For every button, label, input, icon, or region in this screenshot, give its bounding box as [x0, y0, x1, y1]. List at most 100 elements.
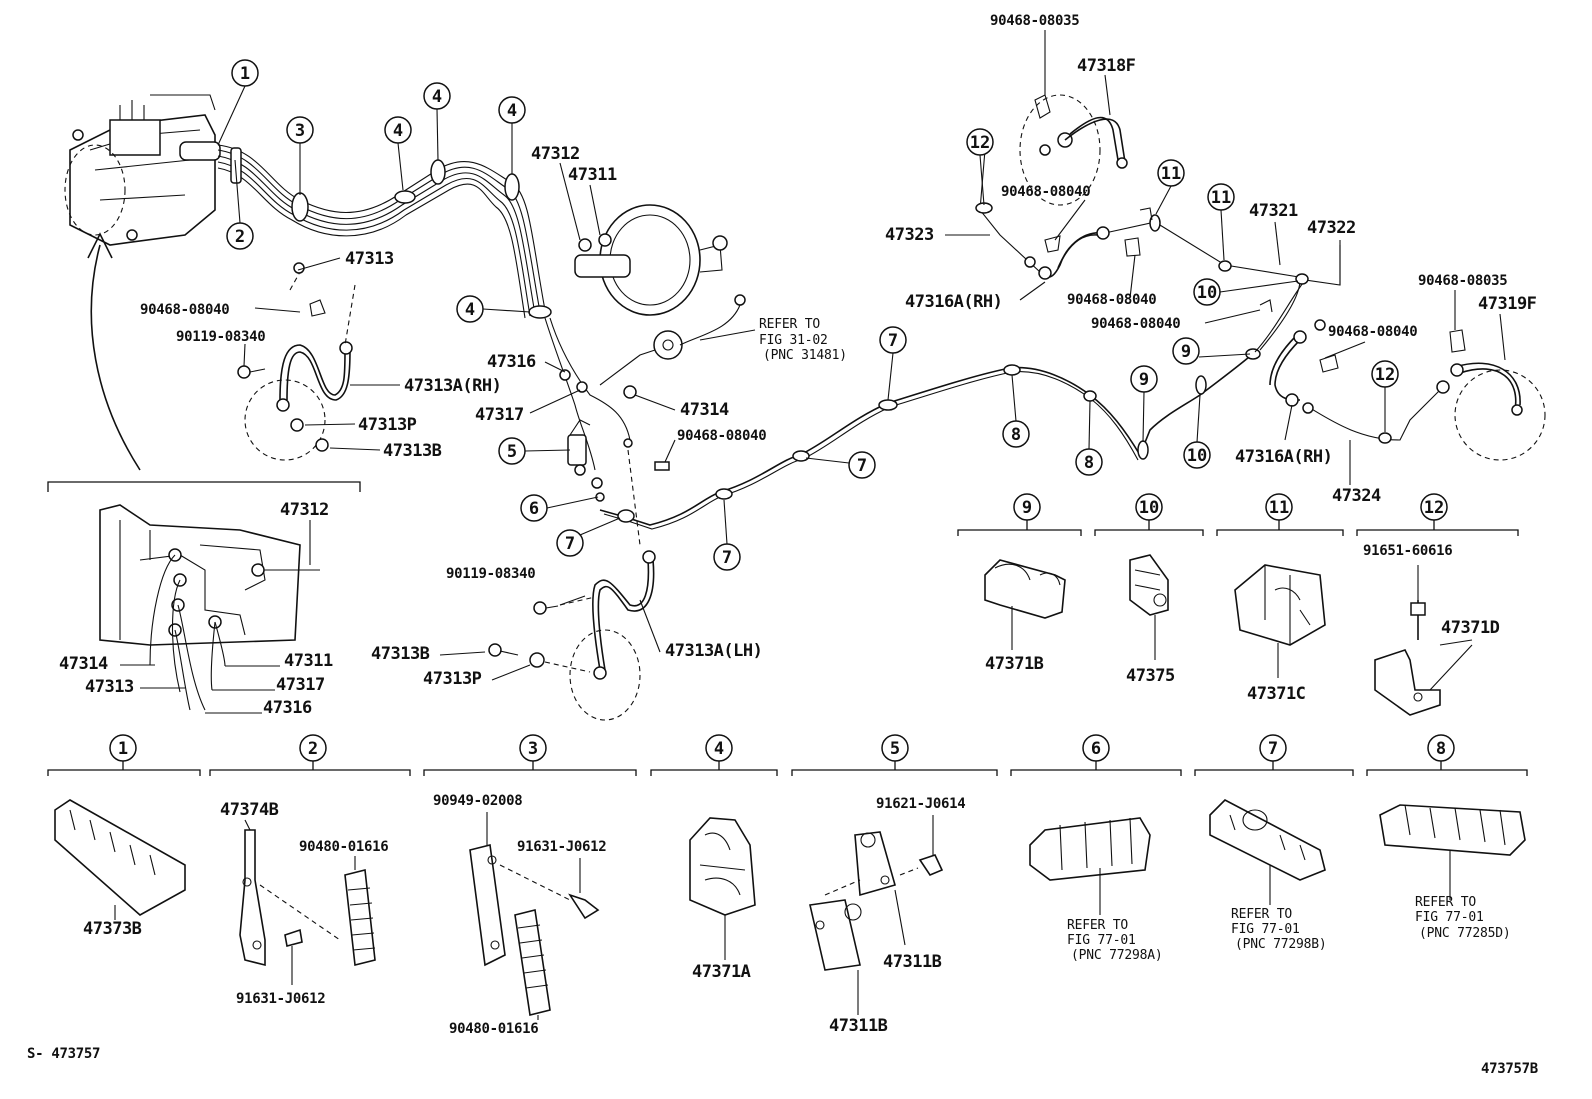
callout-circle: [1172, 337, 1200, 365]
callout-number: 9: [1181, 342, 1191, 362]
part-number: 47313: [345, 249, 394, 269]
bracket-3-drawing: [469, 812, 600, 1020]
abs-actuator-drawing: [64, 94, 221, 246]
callout-circle: [1207, 183, 1235, 211]
callout-number: 10: [1187, 446, 1207, 466]
part-number: 47373B: [83, 919, 142, 939]
part-number: 47312: [280, 500, 329, 520]
part-number: 47314: [59, 654, 108, 674]
callout-number: 9: [1139, 370, 1149, 390]
part-number: 47317: [276, 675, 325, 695]
callout-circle: [1082, 734, 1110, 762]
callout-7: 7: [713, 543, 741, 571]
part-number: 47323: [885, 225, 934, 245]
group-number-11: 11: [1265, 493, 1293, 521]
callout-circle: [109, 734, 137, 762]
reference-note: REFER TO: [759, 317, 820, 332]
callout-circle: [1371, 360, 1399, 388]
bracket-line: [1366, 761, 1528, 776]
label-layer: 4731390468-0804090119-0834047313A(RH)473…: [27, 13, 1538, 1077]
callout-circle: [286, 116, 314, 144]
callout-number: 12: [1375, 365, 1395, 385]
callout-number: 2: [235, 227, 245, 247]
clamp-1-drawing: [54, 799, 186, 920]
callout-circle: [498, 437, 526, 465]
reference-note: FIG 77-01: [1415, 910, 1484, 925]
callout-circle: [881, 734, 909, 762]
part-number: 47312: [531, 144, 580, 164]
callout-circle: [848, 451, 876, 479]
callout-number: 8: [1084, 453, 1094, 473]
rear-brake-tube-2: [603, 371, 1139, 530]
reference-note: (PNC 77298A): [1071, 948, 1163, 963]
callout-circle: [1259, 734, 1287, 762]
part-number: 90468-08040: [140, 302, 229, 318]
callout-circle: [705, 734, 733, 762]
callout-number: 8: [1436, 739, 1446, 759]
group-number-5: 5: [881, 734, 909, 762]
callout-5: 5: [498, 437, 526, 465]
clamp-11-drawing: [1234, 564, 1326, 678]
reference-note: (PNC 77285D): [1419, 926, 1511, 941]
bracket-line: [1356, 520, 1519, 536]
callout-10: 10: [1183, 441, 1211, 469]
part-number: 47321: [1249, 201, 1298, 221]
group-bracket-6: 6: [1010, 734, 1182, 776]
callout-circle: [1075, 448, 1103, 476]
clamp-6-drawing: [1029, 817, 1151, 915]
callout-7: 7: [848, 451, 876, 479]
group-bracket-7: 7: [1194, 734, 1354, 776]
callout-3: 3: [286, 116, 314, 144]
callout-circle: [1013, 493, 1041, 521]
bracket-line: [1194, 761, 1354, 776]
callout-6: 6: [520, 494, 548, 522]
callout-number: 7: [565, 534, 575, 554]
callout-number: 3: [528, 739, 538, 759]
callout-9: 9: [1130, 365, 1158, 393]
part-number: 47311B: [829, 1016, 888, 1036]
callout-number: 6: [1091, 739, 1101, 759]
bracket-line: [423, 761, 637, 776]
callout-circle: [556, 529, 584, 557]
group-number-2: 2: [299, 734, 327, 762]
leader-lines: [217, 30, 1506, 681]
group-bracket-2: 2: [209, 734, 411, 776]
reference-note: (PNC 77298B): [1235, 937, 1327, 952]
part-number: 473757B: [1481, 1061, 1538, 1077]
group-number-7: 7: [1259, 734, 1287, 762]
callout-number: 11: [1161, 164, 1181, 184]
callout-circle: [498, 96, 526, 124]
callout-8: 8: [1002, 420, 1030, 448]
clamp-4-drawing: [689, 817, 756, 960]
front-lh-hose: [488, 550, 656, 721]
group-bracket-5: 5: [791, 734, 998, 776]
bracket-line: [1216, 520, 1344, 536]
part-number: 90468-08040: [1091, 316, 1180, 332]
callout-number: 4: [507, 101, 517, 121]
part-number: 90119-08340: [176, 329, 265, 345]
part-number: 90468-08040: [1067, 292, 1156, 308]
part-number: 47316: [487, 352, 536, 372]
callout-number: 1: [118, 739, 128, 759]
callout-11: 11: [1157, 159, 1185, 187]
part-number: 47313: [85, 677, 134, 697]
part-number: 90480-01616: [449, 1021, 538, 1037]
part-number: 91631-J0612: [236, 991, 325, 1007]
part-number: 47371A: [692, 962, 751, 982]
callout-circle: [1265, 493, 1293, 521]
rear-axle-tubes: [975, 94, 1546, 461]
part-number: S- 473757: [27, 1046, 100, 1062]
part-number: 47371C: [1247, 684, 1305, 704]
part-number: 47311B: [883, 952, 942, 972]
part-number: 47317: [475, 405, 524, 425]
part-number: 90119-08340: [446, 566, 535, 582]
clamp-8-drawing: [1379, 804, 1526, 900]
clamp-7-drawing: [1209, 799, 1326, 905]
part-number: 47311: [568, 165, 617, 185]
part-number: 47313A(LH): [665, 641, 762, 661]
part-number: 90468-08035: [1418, 273, 1507, 289]
part-number: 47319F: [1478, 294, 1537, 314]
